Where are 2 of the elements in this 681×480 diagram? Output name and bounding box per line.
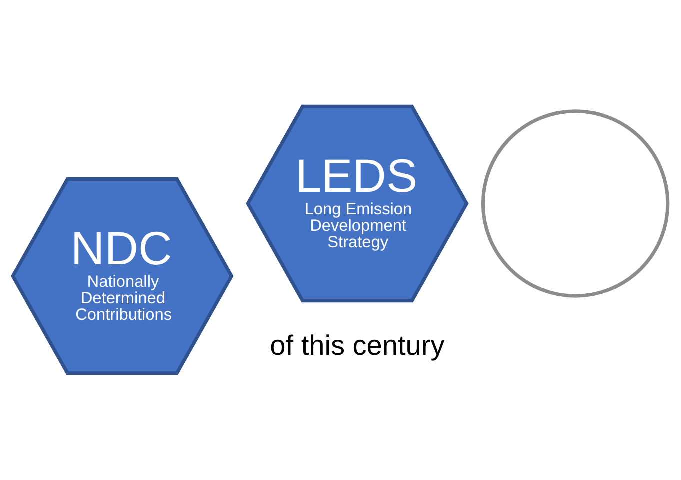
label: of this century [270,330,445,361]
node-circle [481,110,670,298]
